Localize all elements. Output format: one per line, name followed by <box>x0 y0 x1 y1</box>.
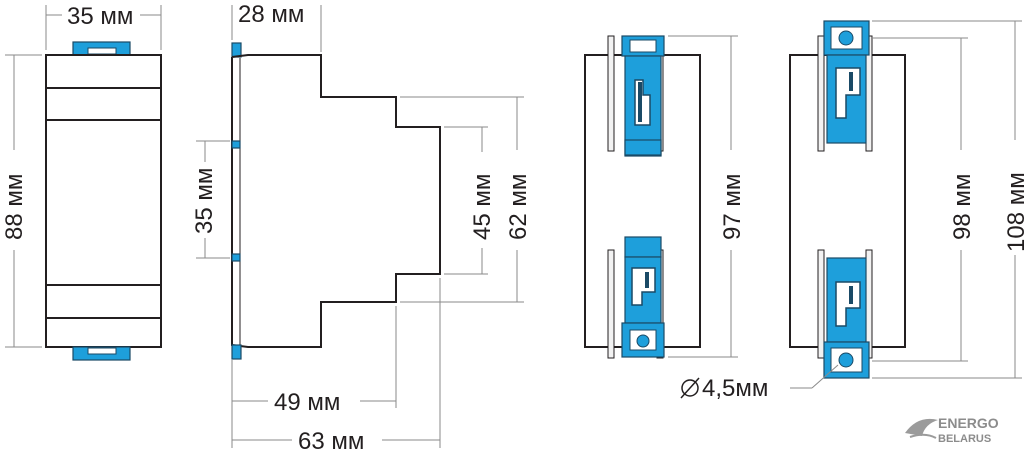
logo-line1: ENERGO <box>938 415 999 431</box>
mount-height-a-label: 97 мм <box>719 174 746 240</box>
side-outer-height-label: 62 мм <box>505 174 532 240</box>
hole-diameter-label: 4,5мм <box>702 375 768 402</box>
mount-view-98-108: 98 мм 108 мм 4,5мм <box>680 20 1024 402</box>
side-bottom-clip <box>231 344 242 360</box>
mount-height-b-label: 98 мм <box>949 174 976 240</box>
mount-b-top-clip <box>823 20 870 144</box>
front-width-label: 35 мм <box>67 3 133 30</box>
diameter-icon <box>680 377 700 399</box>
mount-view-97: 97 мм <box>584 35 746 359</box>
front-view: 35 мм 88 мм <box>1 3 162 361</box>
mount-a-top-clip <box>621 35 665 157</box>
mount-height-c-label: 108 мм <box>1003 172 1024 252</box>
side-profile <box>231 54 441 348</box>
side-depth-mid-label: 49 мм <box>274 389 340 416</box>
front-top-clip <box>72 41 131 56</box>
side-top-clip <box>231 42 242 58</box>
front-height-label: 88 мм <box>1 174 28 240</box>
side-depth-total-label: 63 мм <box>298 428 364 453</box>
side-view: 28 мм 35 мм 45 мм 62 мм 49 мм 63 мм <box>191 1 532 453</box>
logo-line2: BELARUS <box>938 433 991 445</box>
side-inner-height-label: 45 мм <box>469 174 496 240</box>
side-rail-width-label: 35 мм <box>191 168 218 234</box>
side-top-width-label: 28 мм <box>238 1 304 28</box>
mount-a-bottom-clip <box>621 236 665 358</box>
mount-hole <box>838 352 854 368</box>
front-bottom-clip <box>72 346 131 361</box>
energo-belarus-logo: ENERGO BELARUS <box>905 415 999 445</box>
mount-b-bottom-clip <box>823 257 870 379</box>
